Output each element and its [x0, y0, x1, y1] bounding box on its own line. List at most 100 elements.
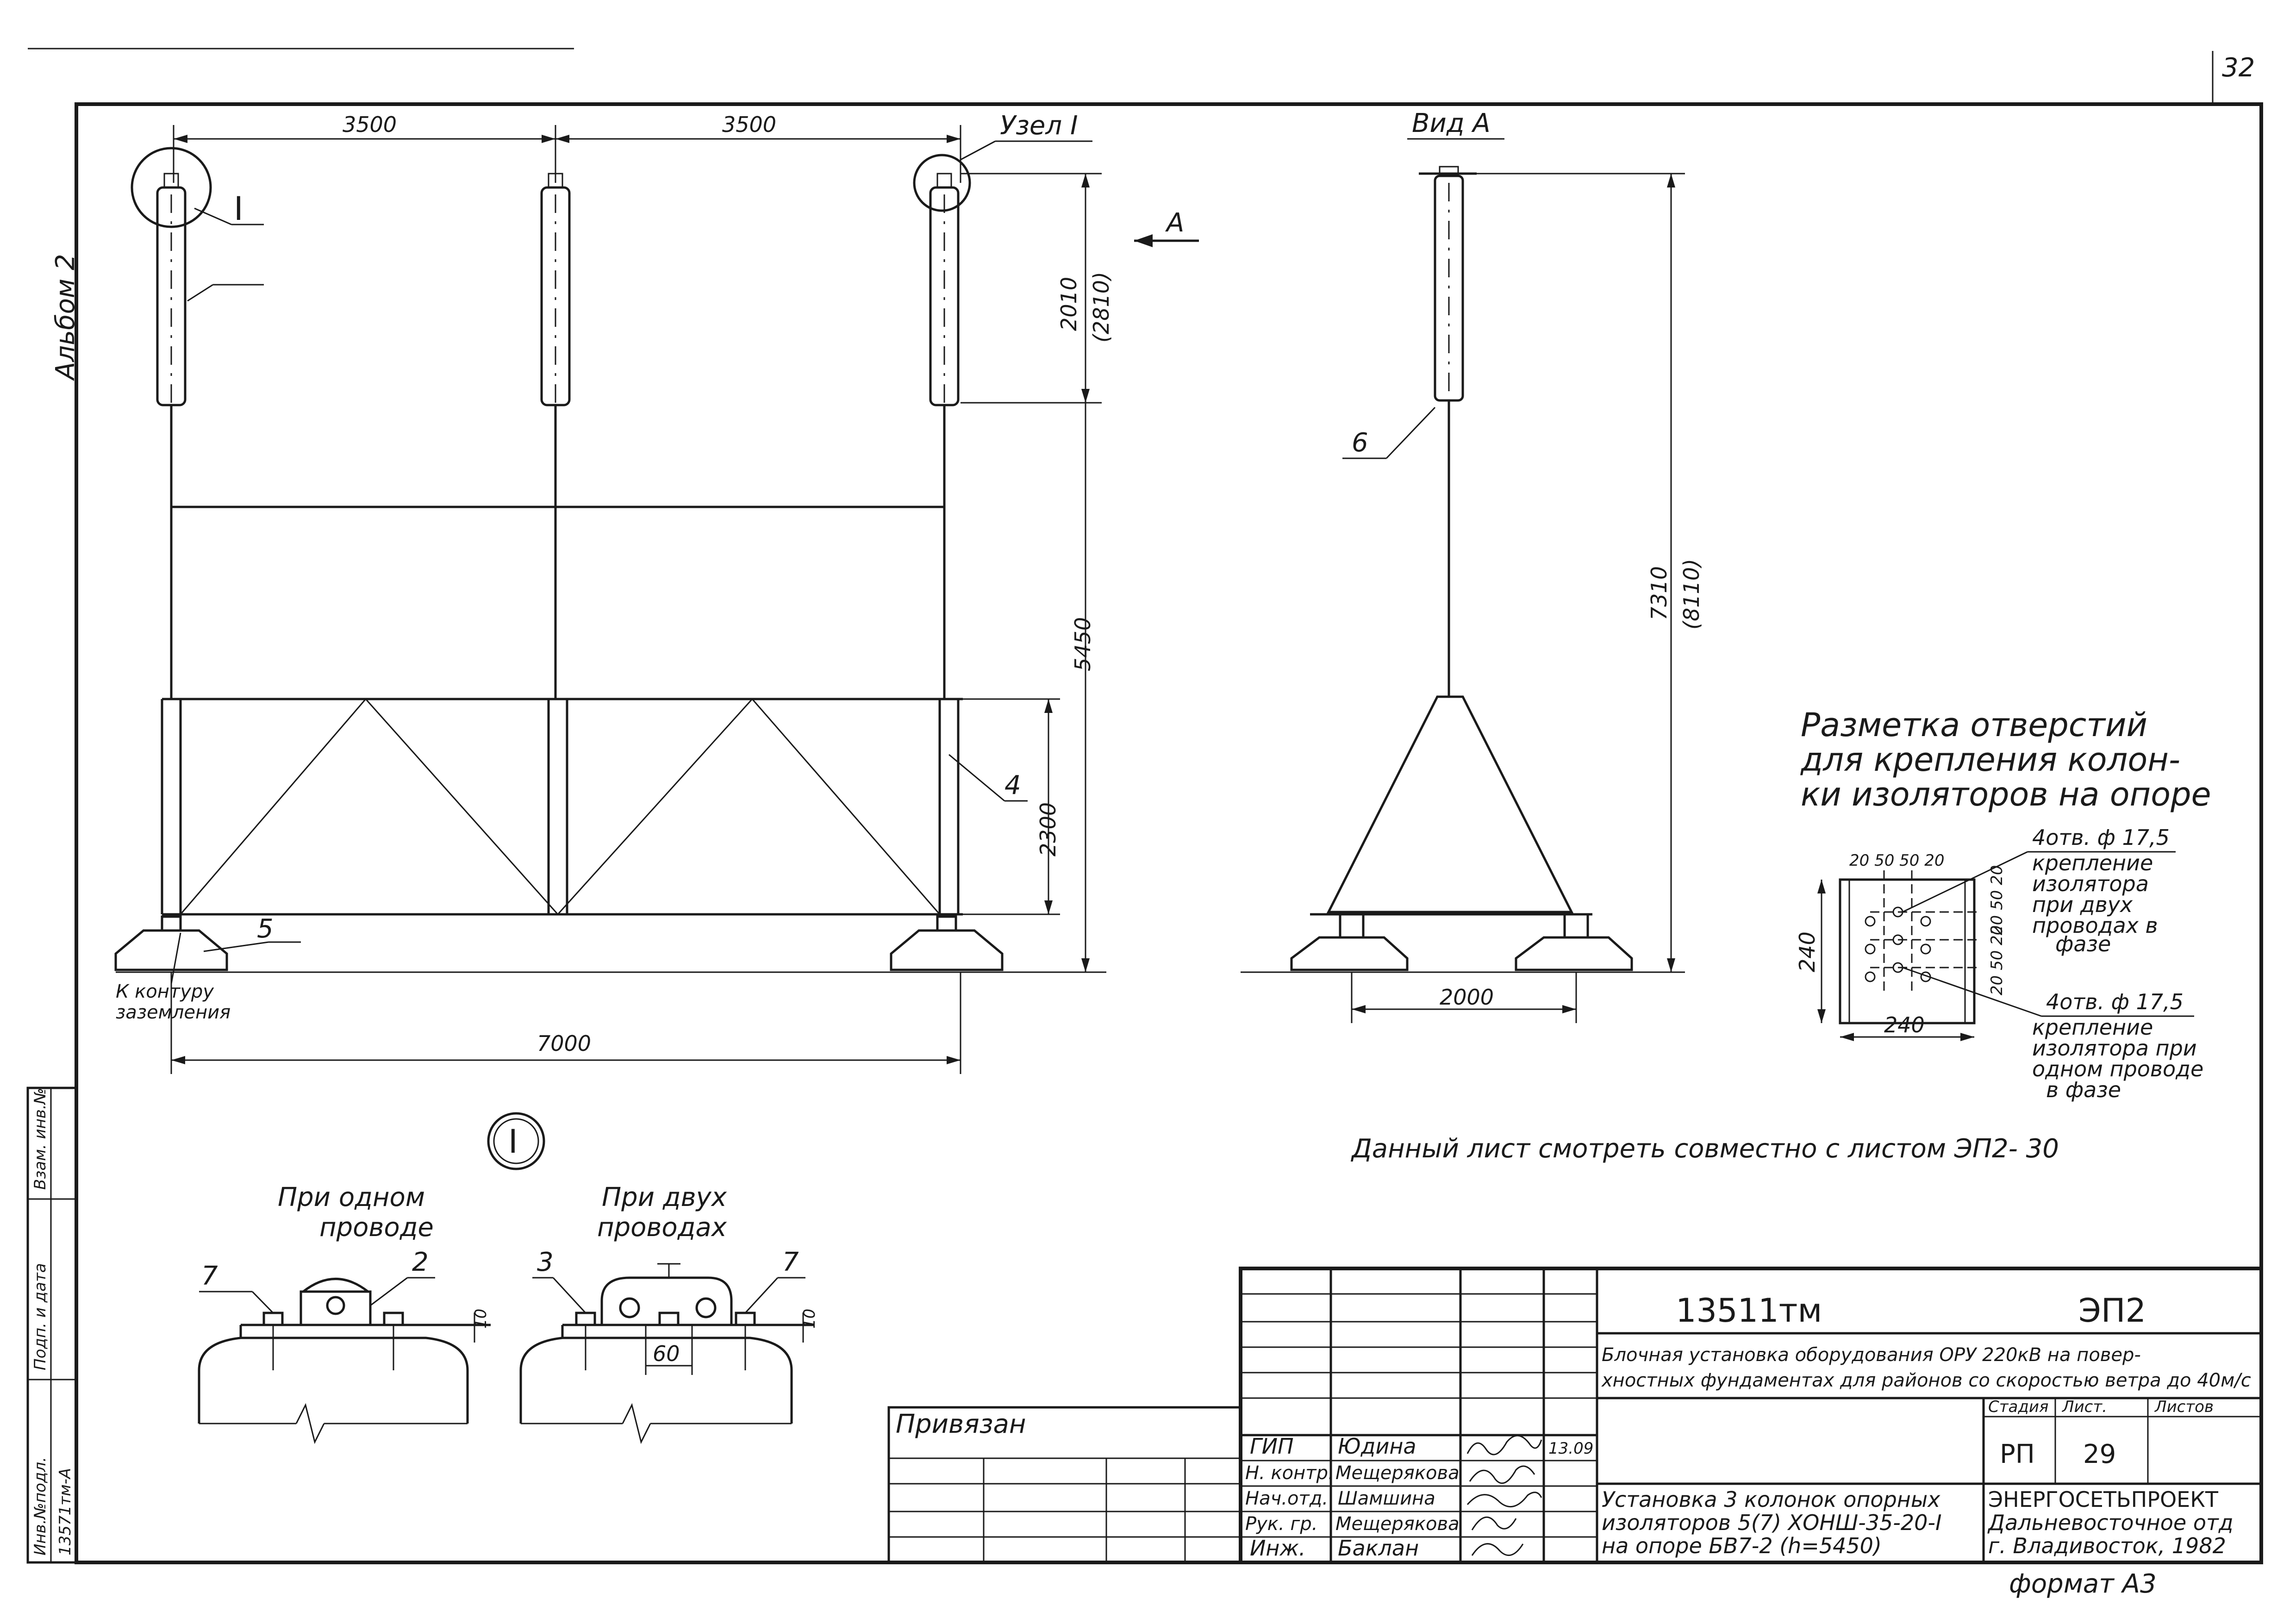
name-2: Шамшина: [1338, 1488, 1435, 1509]
joint-detail: I При одном проводе При двух проводах 7 …: [198, 1112, 819, 1444]
callout-7-right: 7: [782, 1247, 799, 1277]
subject-3: на опоре БВ7-2 (h=5450): [1602, 1533, 1882, 1558]
subject-1: Установка 3 колонок опорных: [1602, 1487, 1940, 1512]
double-wire-1: При двух: [602, 1182, 727, 1212]
name-0: Юдина: [1338, 1434, 1416, 1459]
note-b-1: 4отв. ф 17,5: [2046, 989, 2184, 1014]
view-arrow-label: A: [1165, 208, 1184, 238]
org-3: г. Владивосток, 1982: [1988, 1533, 2226, 1558]
hole-layout: Разметка отверстий для крепления колон- …: [1795, 706, 2211, 1102]
callout-6: 6: [1352, 428, 1368, 458]
dim-span-2: 3500: [722, 112, 776, 137]
side-view: Вид А 6 7310 (8110) 2000: [1241, 108, 1704, 1023]
dim-side-total-height-alt: (8110): [1679, 559, 1704, 630]
dim-span-1: 3500: [343, 112, 397, 137]
album-label: Альбом 2: [50, 254, 81, 381]
signature-marks: [1466, 1435, 1542, 1556]
note-b-2: крепление: [2032, 1015, 2153, 1040]
hole-layout-title-1: Разметка отверстий: [1801, 706, 2147, 744]
dim-side-total-height: 7310: [1647, 566, 1672, 620]
dim-thickness-right: 10: [800, 1309, 819, 1329]
stamp-sign-label: Подп. и дата: [31, 1263, 50, 1370]
role-2: Нач.отд.: [1245, 1488, 1328, 1509]
front-view: 3500 3500 I Узел I A: [114, 111, 1199, 1074]
sheets-header: Листов: [2154, 1398, 2214, 1416]
note-b-3: изолятора при: [2032, 1036, 2197, 1061]
node-mark-left: I: [234, 190, 243, 228]
name-4: Баклан: [1338, 1536, 1419, 1561]
dim-total-span: 7000: [537, 1031, 591, 1056]
hole-layout-title-3: ки изоляторов на опоре: [1801, 775, 2211, 813]
role-0: ГИП: [1250, 1434, 1294, 1459]
dim-thickness-left: 10: [472, 1309, 490, 1329]
role-1: Н. контр.: [1245, 1462, 1334, 1484]
org-1: ЭНЕРГОСЕТЬПРОЕКТ: [1988, 1487, 2219, 1512]
double-wire-2: проводах: [597, 1212, 727, 1243]
note-a-6: фазе: [2055, 931, 2111, 956]
side-view-title: Вид А: [1412, 108, 1491, 138]
note-a-4: при двух: [2032, 892, 2133, 917]
reference-note: Данный лист смотреть совместно с листом …: [1350, 1134, 2059, 1164]
subject-2: изоляторов 5(7) ХОНШ-35-20-I: [1602, 1510, 1942, 1535]
note-a-2: крепление: [2032, 850, 2153, 875]
dim-base-width: 2000: [1440, 985, 1494, 1010]
stamp-inv-label: Инв.№подл.: [31, 1457, 50, 1555]
title-block: Привязан 13511тм ЭП2 Блочная установка о…: [887, 1267, 2263, 1564]
dim-support-height: 5450: [1070, 617, 1095, 671]
org-2: Дальневосточное отд: [1987, 1510, 2234, 1535]
hole-dim-width: 240: [1884, 1012, 1925, 1037]
hole-top-dims: 20 50 50 20: [1849, 851, 1944, 870]
note-a-5: проводах в: [2032, 913, 2158, 938]
hole-layout-title-2: для крепления колон-: [1800, 741, 2180, 779]
format-label: формат А3: [2009, 1569, 2157, 1599]
stage-header: Стадия: [1988, 1398, 2048, 1416]
role-3: Рук. гр.: [1245, 1513, 1318, 1535]
stamp-inv-value: 13571тм-А: [56, 1468, 75, 1555]
sheet-code: ЭП2: [2078, 1292, 2146, 1330]
callout-5: 5: [257, 914, 274, 944]
foundation-left: [114, 915, 228, 971]
date-0: 13.09: [1548, 1439, 1593, 1458]
hole-right-dims-upper: 20 50 20: [1988, 865, 2006, 935]
sheet-header: Лист.: [2061, 1398, 2107, 1416]
name-1: Мещерякова: [1335, 1462, 1460, 1484]
callout-7-left: 7: [201, 1261, 218, 1291]
single-wire-2: проводе: [319, 1212, 434, 1243]
sheet-value: 29: [2083, 1439, 2116, 1469]
description-2: хностных фундаментах для районов со скор…: [1601, 1370, 2251, 1391]
grounding-note-line2: заземления: [116, 1002, 231, 1023]
callout-2: 2: [412, 1247, 429, 1277]
margin-stamp: Инв.№подл. 13571тм-А Подп. и дата Взам. …: [26, 1087, 78, 1564]
stage-value: РП: [2000, 1439, 2035, 1469]
hole-dim-height: 240: [1795, 931, 1820, 972]
single-wire-1: При одном: [278, 1182, 425, 1212]
name-3: Мещерякова: [1335, 1513, 1460, 1535]
note-b-5: в фазе: [2046, 1077, 2121, 1102]
insulator-column-left: [156, 173, 187, 406]
note-b-4: одном проводе: [2032, 1056, 2203, 1081]
stamp-replace-label: Взам. инв.№: [31, 1088, 50, 1190]
page-number: 32: [2222, 53, 2255, 83]
role-4: Инж.: [1250, 1536, 1306, 1561]
node-circle-left: [131, 147, 212, 228]
node-circle-right: [913, 154, 971, 212]
description-1: Блочная установка оборудования ОРУ 220кВ…: [1602, 1344, 2141, 1366]
detail-mark: I: [508, 1123, 518, 1161]
dim-60: 60: [653, 1341, 680, 1366]
callout-4: 4: [1004, 770, 1021, 800]
hole-right-dims-lower: 20 50 20: [1988, 925, 2006, 995]
grounding-note-line1: К контуру: [116, 981, 214, 1002]
dim-insulator-height: 2010: [1056, 277, 1081, 331]
node-label: Узел I: [1000, 111, 1078, 141]
bound-label: Привязан: [896, 1409, 1026, 1439]
dim-insulator-height-alt: (2810): [1089, 272, 1114, 343]
foundation-right: [890, 915, 1004, 971]
doc-code: 13511тм: [1676, 1292, 1822, 1330]
callout-3: 3: [537, 1247, 554, 1277]
insulator-column-middle: [540, 173, 571, 406]
note-a-3: изолятора: [2032, 871, 2149, 896]
truss: [161, 698, 963, 916]
note-a-1: 4отв. ф 17,5: [2032, 825, 2170, 850]
dim-truss-height: 2300: [1036, 802, 1061, 856]
